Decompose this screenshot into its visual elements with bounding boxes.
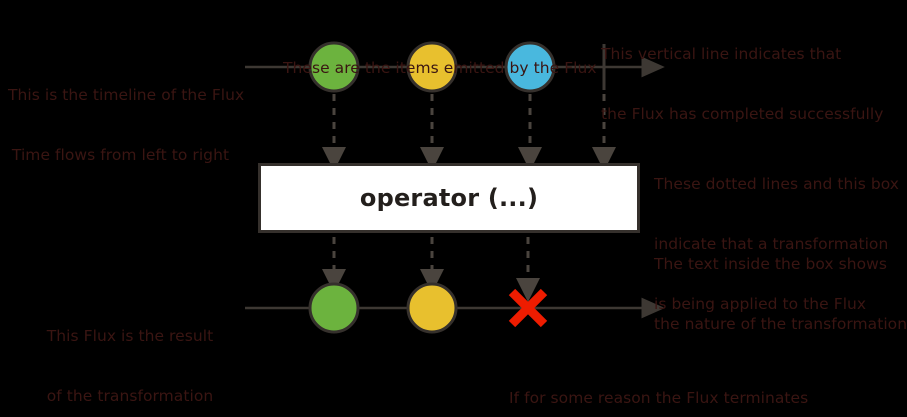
operator-label: operator (...) xyxy=(359,184,539,212)
source-flux-timeline xyxy=(245,41,665,93)
marble-green-result xyxy=(308,282,360,334)
error-x xyxy=(508,288,548,328)
marble-yellow-source xyxy=(406,41,458,93)
annotation-box-text-line1: The text inside the box shows xyxy=(654,255,887,273)
annotation-timeline: This is the timeline of the Flux Time fl… xyxy=(8,45,245,205)
marble-blue-source xyxy=(504,41,556,93)
annotation-items: These are the items emitted by the Flux xyxy=(283,18,597,118)
annotation-timeline-line2: Time flows from left to right xyxy=(11,146,230,164)
annotation-transformation-line2: indicate that a transformation xyxy=(654,235,889,253)
annotation-transformation-line1: These dotted lines and this box xyxy=(654,175,899,193)
annotation-box-text: The text inside the box shows the nature… xyxy=(654,214,907,374)
annotation-items-line1: These are the items emitted by the Flux xyxy=(283,59,597,77)
annotation-transformation-line3: is being applied to the Flux xyxy=(654,295,867,313)
annotation-transformation: These dotted lines and this box indicate… xyxy=(654,134,904,354)
marble-yellow-result xyxy=(406,282,458,334)
annotation-error-line1: If for some reason the Flux terminates xyxy=(509,389,809,407)
annotation-box-text-line2: the nature of the transformation xyxy=(654,315,907,333)
operator-box: operator (...) xyxy=(258,163,640,233)
result-flux-timeline xyxy=(245,282,665,334)
annotation-timeline-line1: This is the timeline of the Flux xyxy=(8,86,245,104)
connectors-out-of-operator xyxy=(322,237,540,302)
annotation-result-line1: This Flux is the result xyxy=(46,327,214,345)
connectors-into-operator xyxy=(322,94,616,171)
annotation-completion-line1: This vertical line indicates that xyxy=(601,45,842,63)
annotation-completion: This vertical line indicates that the Fl… xyxy=(601,4,901,164)
annotation-result-line2: of the transformation xyxy=(46,387,214,405)
annotation-completion-line2: the Flux has completed successfully xyxy=(601,105,884,123)
annotation-error: If for some reason the Flux terminates a… xyxy=(509,348,839,417)
annotation-result: This Flux is the result of the transform… xyxy=(35,286,225,417)
marble-green-source xyxy=(308,41,360,93)
